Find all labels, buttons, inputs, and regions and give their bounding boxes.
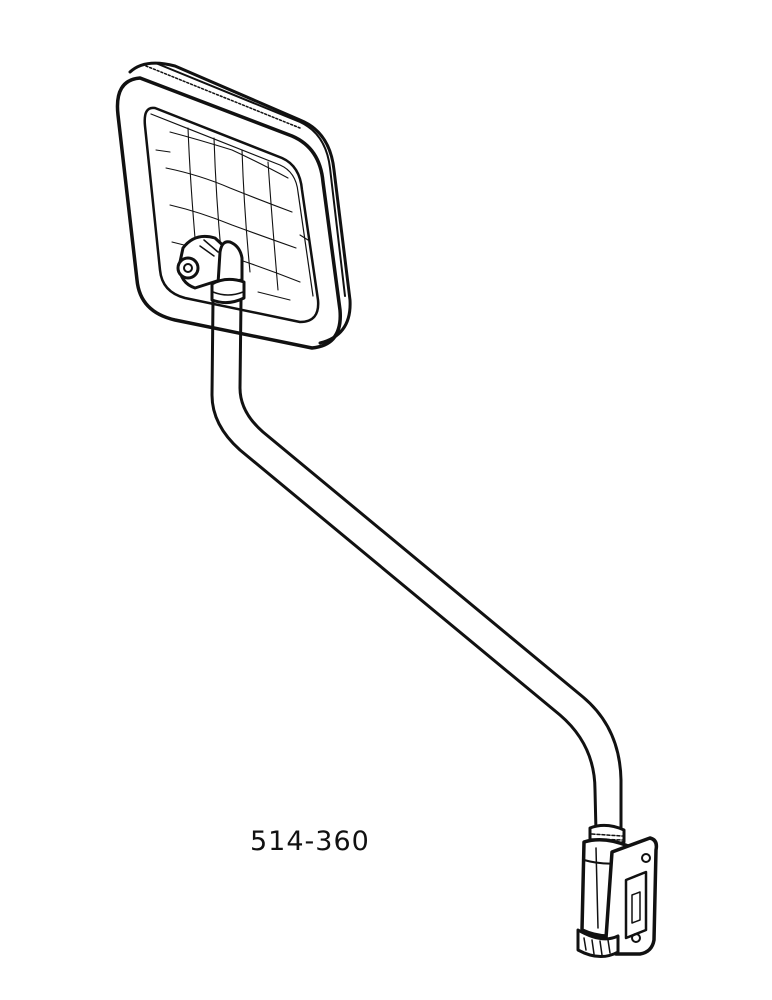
mirror-glass-texture xyxy=(155,127,309,301)
mounting-bracket xyxy=(576,823,659,958)
mirror-head xyxy=(115,61,352,350)
mirror-back-rim xyxy=(128,61,352,345)
mirror-frame xyxy=(115,76,342,350)
mirror-glass-edge xyxy=(143,106,320,324)
mirror-swivel-joint xyxy=(176,234,246,305)
mirror-arm xyxy=(210,298,623,834)
part-number-label: 514-360 xyxy=(250,826,370,857)
